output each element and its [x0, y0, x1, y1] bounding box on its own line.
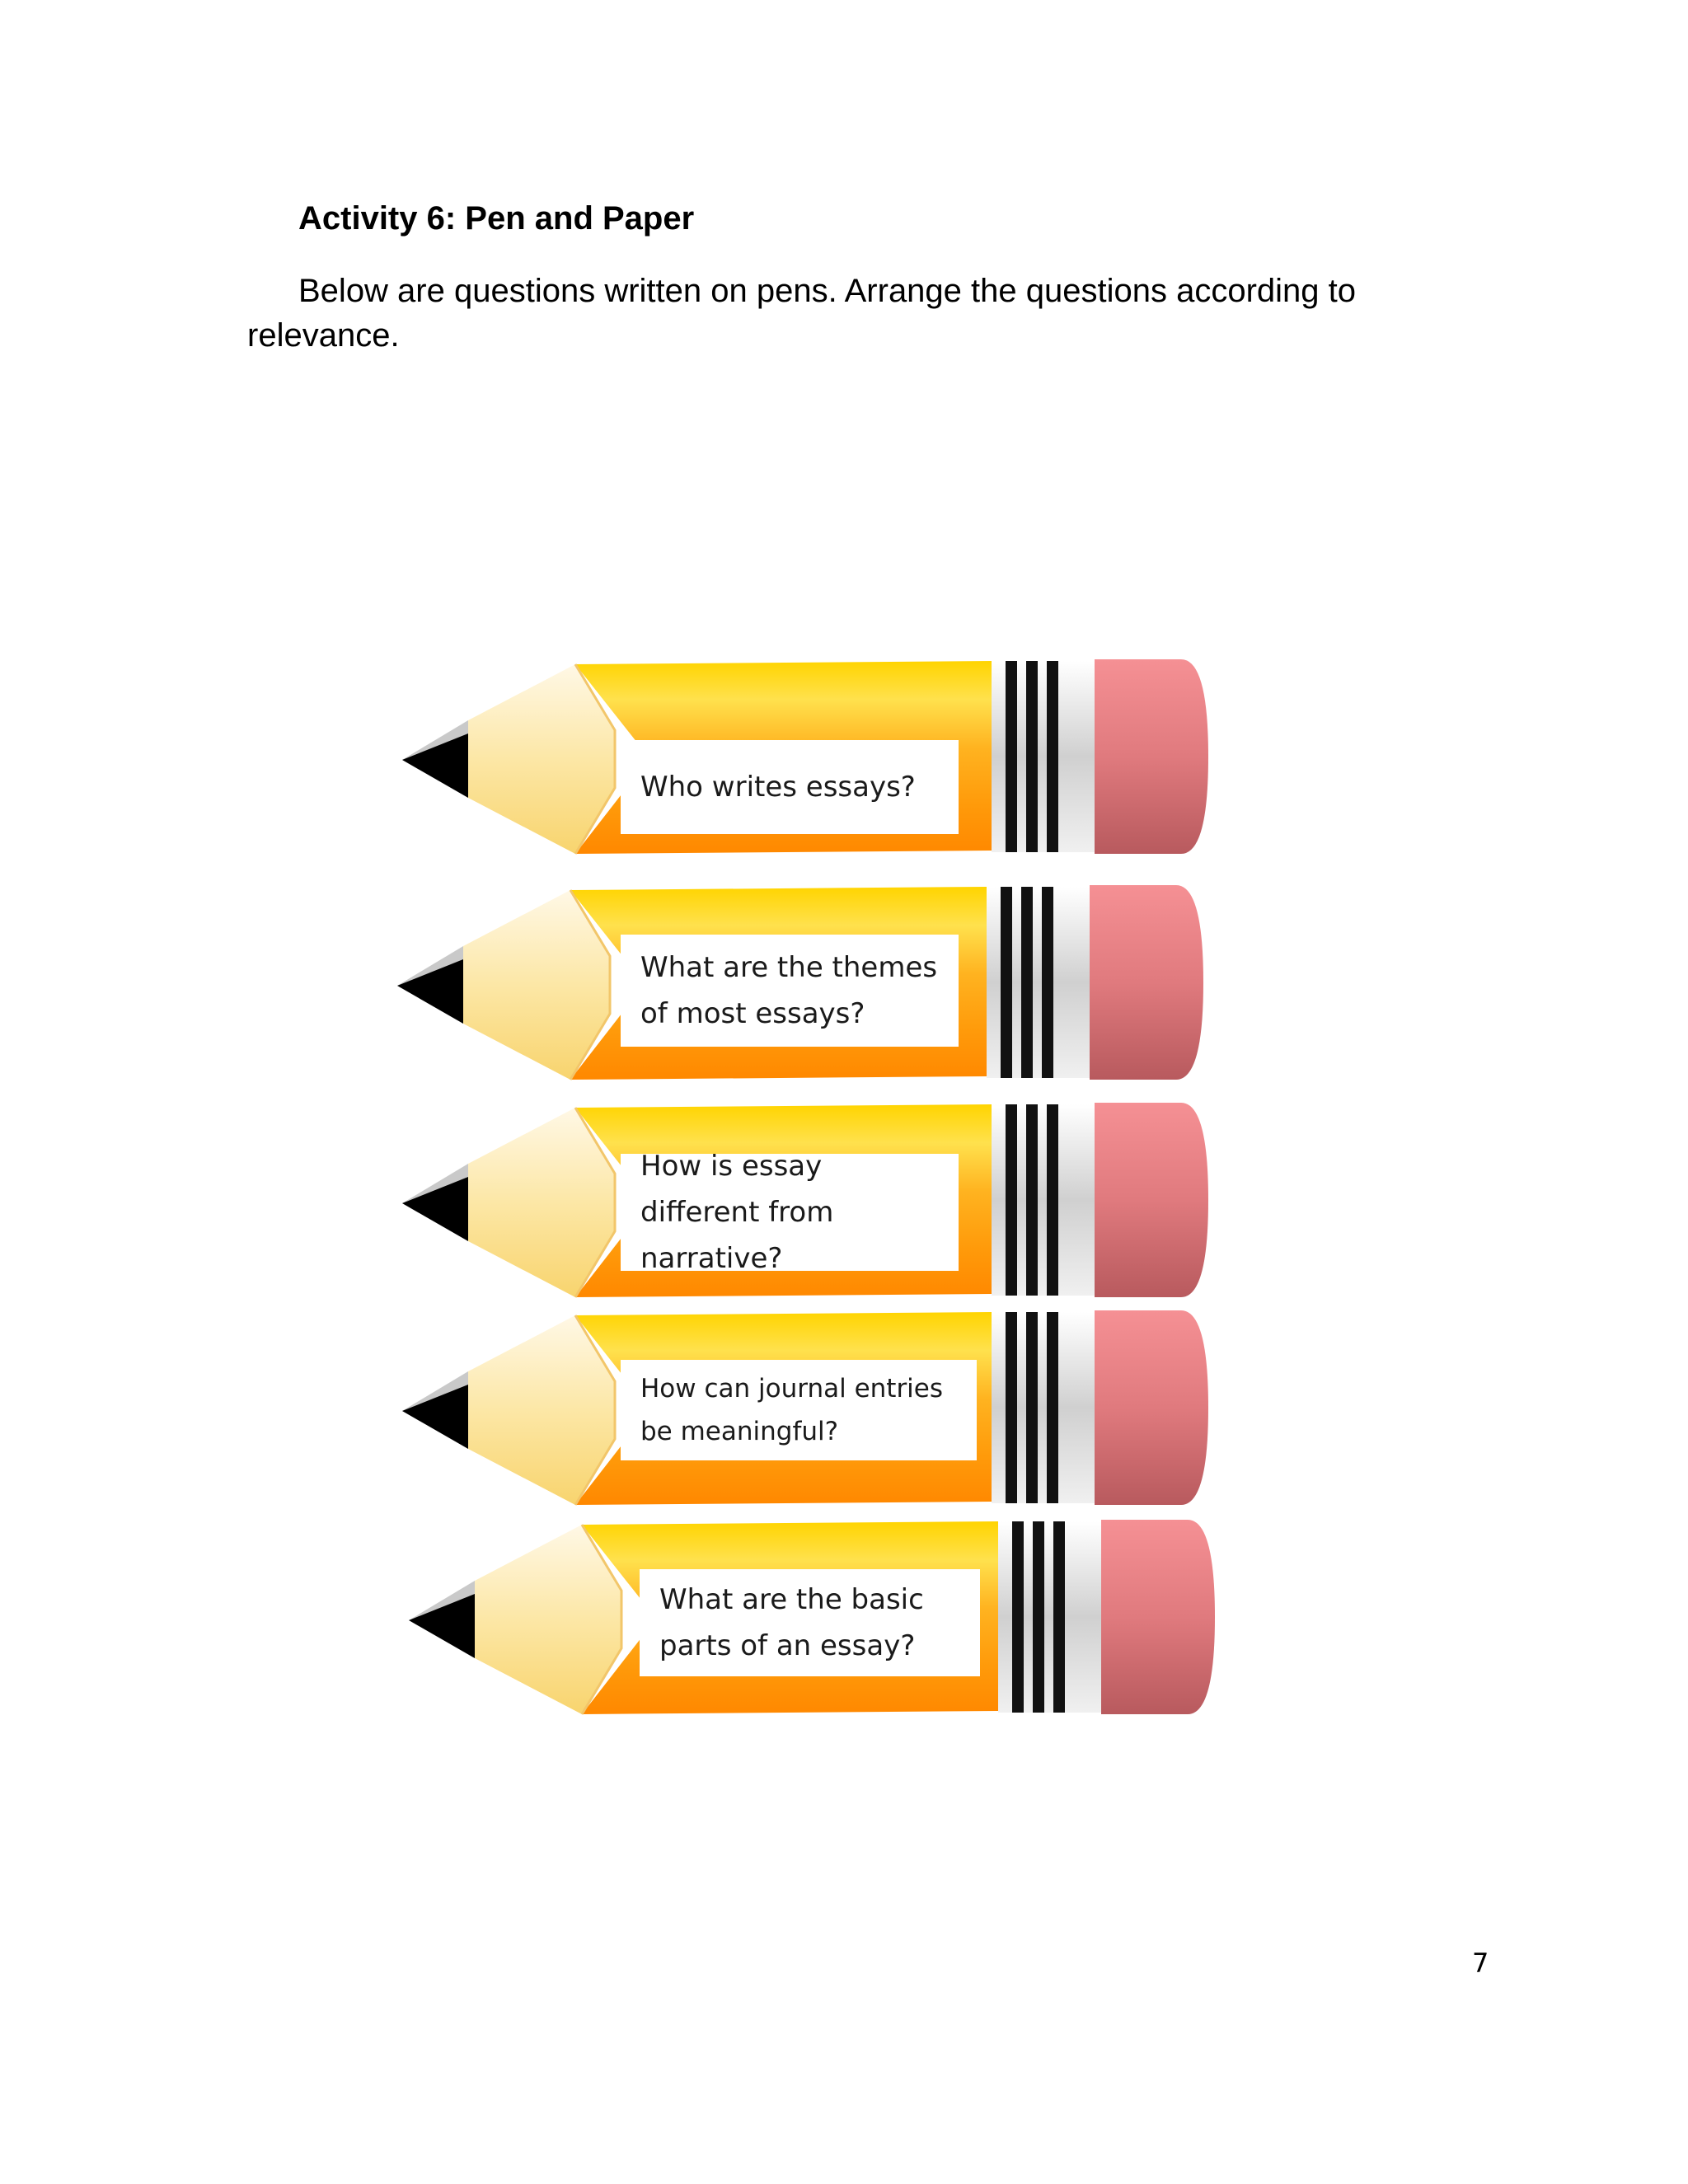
pencil-5: What are the basic parts of an essay? — [409, 1518, 1233, 1724]
instructions-text: Below are questions written on pens. Arr… — [247, 273, 1357, 354]
question-label: What are the basic parts of an essay? — [640, 1569, 980, 1676]
question-label: How can journal entries be meaningful? — [621, 1360, 977, 1460]
question-label: How is essay different from narrative? — [621, 1150, 959, 1275]
pencil-1: Who writes essays? — [402, 658, 1226, 864]
activity-heading: Activity 6: Pen and Paper — [298, 200, 695, 237]
pencil-4: How can journal entries be meaningful? — [402, 1309, 1226, 1515]
page-number: 7 — [1472, 1947, 1489, 1979]
question-label: What are the themes of most essays? — [621, 935, 959, 1047]
pencil-3: How is essay different from narrative? — [402, 1101, 1226, 1307]
pencil-2: What are the themes of most essays? — [397, 883, 1221, 1090]
question-label: Who writes essays? — [621, 740, 959, 834]
